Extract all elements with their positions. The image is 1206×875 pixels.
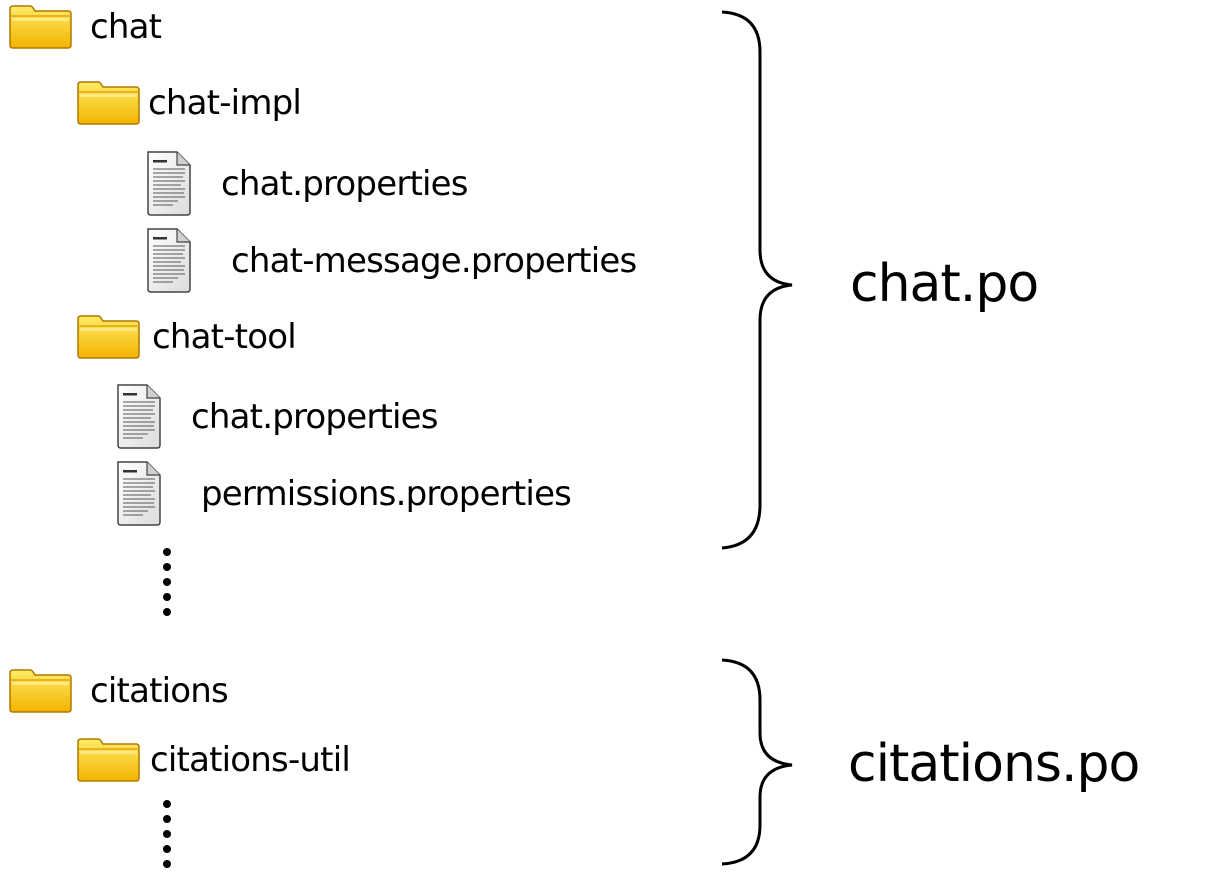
folder-chat[interactable]: chat [8,3,162,51]
file-label: chat.properties [221,164,469,204]
more-items-ellipsis [163,548,173,623]
file-chat-tool-chat-properties[interactable]: chat.properties [115,383,439,451]
folder-chat-impl[interactable]: chat-impl [76,79,302,127]
file-label: permissions.properties [201,474,572,514]
folder-chat-tool[interactable]: chat-tool [76,313,297,361]
file-label: chat.properties [191,397,439,437]
folder-label-citations: citations [90,671,229,711]
file-label: chat-message.properties [231,241,637,281]
folder-label-chat-tool: chat-tool [152,317,297,357]
more-items-ellipsis [163,800,173,875]
output-chat-po: chat.po [850,254,1039,314]
output-citations-po: citations.po [848,734,1140,794]
folder-label-citations-util: citations-util [150,740,351,780]
file-permissions-properties[interactable]: permissions.properties [115,460,572,528]
folder-citations-util[interactable]: citations-util [76,736,351,784]
folder-label-chat: chat [90,7,162,47]
citations-brace [721,658,793,866]
file-chat-impl-chat-properties[interactable]: chat.properties [145,150,469,218]
folder-label-chat-impl: chat-impl [148,83,302,123]
file-chat-message-properties[interactable]: chat-message.properties [145,227,637,295]
chat-brace [721,10,793,550]
folder-citations[interactable]: citations [8,667,229,715]
